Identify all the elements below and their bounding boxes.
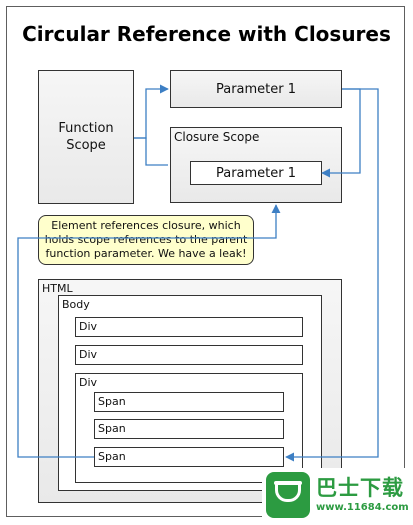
span-box-2: Span [94,419,284,439]
site-watermark: 巴士下载 www.11684.com [262,468,413,525]
span-label-3: Span [98,450,126,463]
div-label-3: Div [79,376,98,389]
body-label: Body [62,298,90,311]
div-label-2: Div [79,348,98,361]
bus-logo-icon [266,472,310,518]
function-scope-box: Function Scope [38,70,134,204]
html-label: HTML [42,282,73,295]
span-label-2: Span [98,422,126,435]
div-label-1: Div [79,320,98,333]
div-box-1: Div [75,317,303,337]
leak-note: Element references closure, which holds … [38,215,254,265]
span-box-1: Span [94,392,284,412]
span-label-1: Span [98,395,126,408]
closure-parameter-label: Parameter 1 [215,165,297,181]
watermark-url: www.11684.com [316,502,409,513]
watermark-name: 巴士下载 [316,476,404,500]
closure-scope-box: Closure Scope Parameter 1 [170,127,342,203]
closure-scope-label: Closure Scope [174,130,260,144]
leak-note-text: Element references closure, which holds … [44,219,248,260]
parameter-top-box: Parameter 1 [170,70,342,108]
function-scope-label: Function Scope [58,121,114,153]
closure-parameter-box: Parameter 1 [190,161,322,185]
diagram-title: Circular Reference with Closures [22,22,391,46]
parameter-top-label: Parameter 1 [215,81,297,97]
span-box-3: Span [94,447,284,467]
div-box-2: Div [75,345,303,365]
